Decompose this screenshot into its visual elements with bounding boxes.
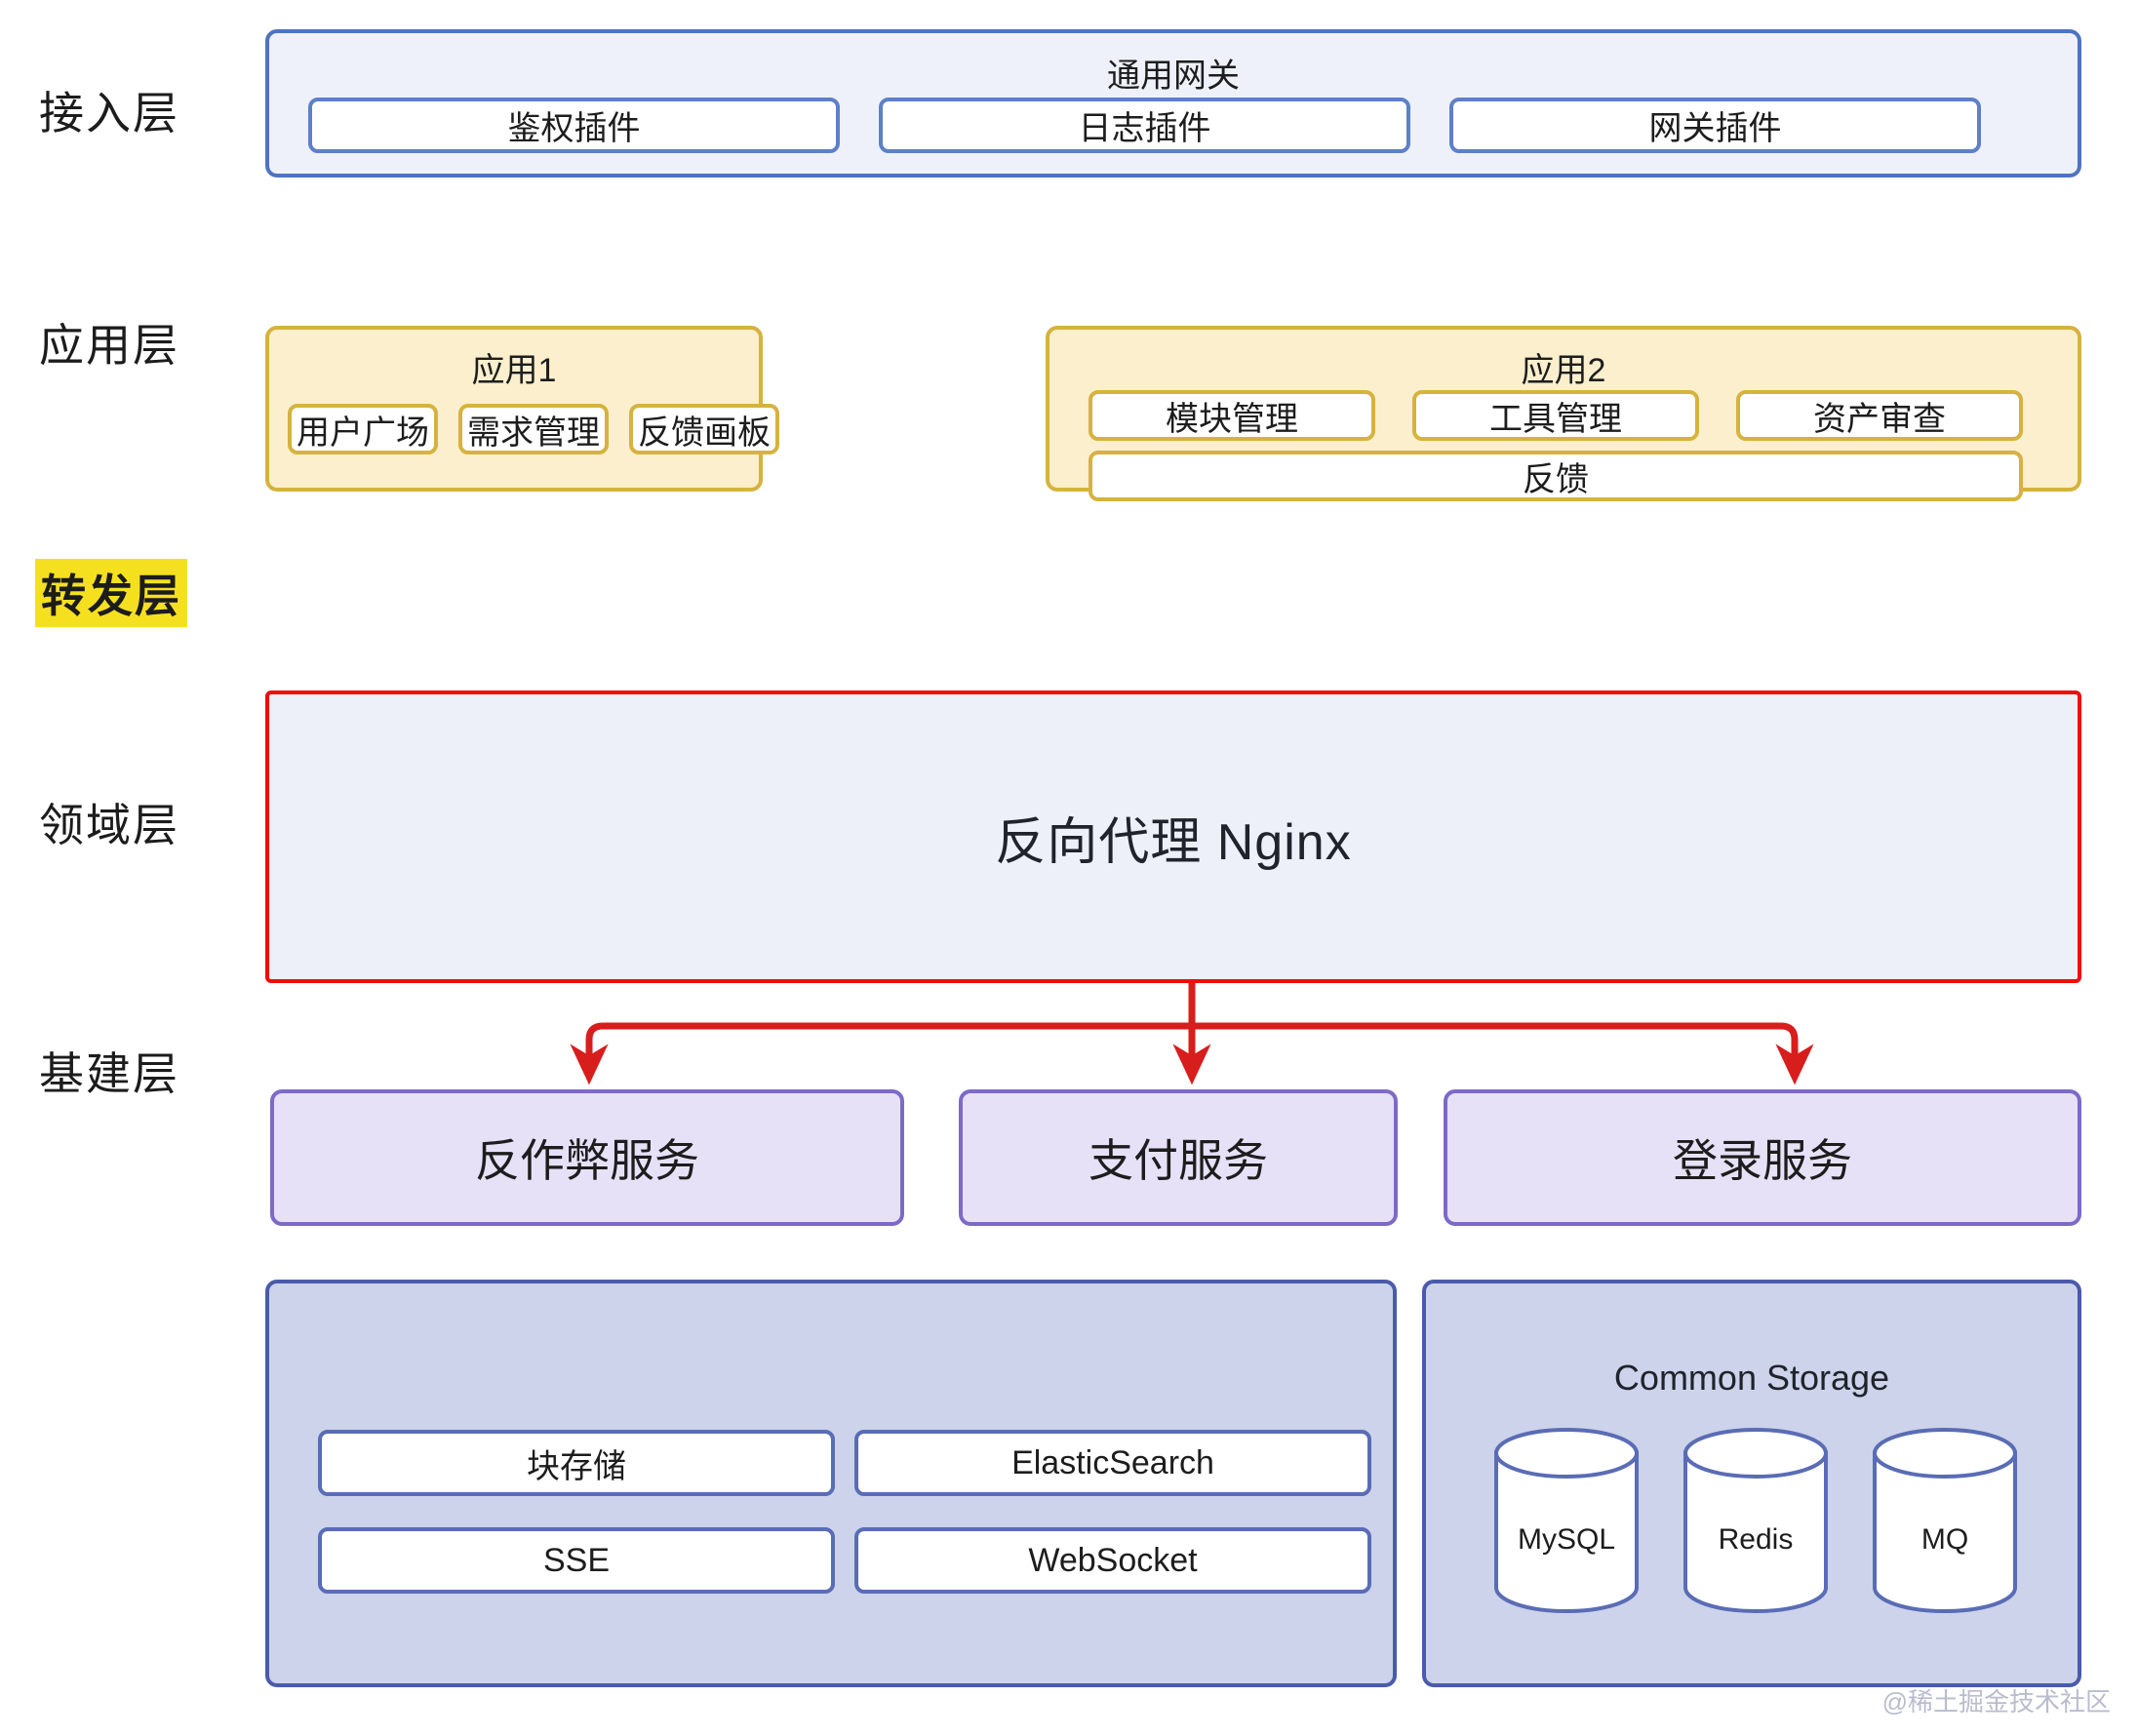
database-cylinder-mysql[interactable]: MySQL [1492,1428,1641,1613]
database-label-redis: Redis [1718,1523,1794,1556]
gateway-plugin-auth[interactable]: 鉴权插件 [308,98,840,153]
app1-module-feedback-board[interactable]: 反馈画板 [629,404,779,454]
app2-group: 应用2 模块管理 工具管理 资产审查 反馈 [1046,326,2081,501]
gateway-title: 通用网关 [1107,58,1240,95]
nginx-reverse-proxy-box[interactable]: 反向代理 Nginx [265,690,2081,983]
layer-label-domain: 领域层 [39,800,179,850]
app1-group: 应用1 用户广场 需求管理 反馈画板 [265,326,779,492]
database-cylinder-mq[interactable]: MQ [1871,1428,2019,1613]
layer-label-access: 接入层 [39,88,179,138]
cylinder-icon [1683,1428,1828,1613]
nginx-label: 反向代理 Nginx [995,813,1352,871]
gateway-plugin-gateway[interactable]: 网关插件 [1449,98,1981,153]
app1-module-requirement[interactable]: 需求管理 [458,404,609,454]
app2-module-module-mgmt[interactable]: 模块管理 [1089,390,1375,441]
app1-module-user-plaza[interactable]: 用户广场 [288,404,438,454]
infra-component-websocket[interactable]: WebSocket [854,1527,1371,1594]
common-storage-group: Common Storage MySQL Redis MQ [1422,1280,2081,1687]
cylinder-icon [1873,1428,2017,1613]
infra-components-group: 块存储 ElasticSearch SSE WebSocket [265,1280,1397,1687]
domain-service-payment[interactable]: 支付服务 [959,1089,1398,1226]
layer-label-forward: 转发层 [35,559,187,627]
arrow-to-login [1775,1022,1814,1085]
gateway-group: 通用网关 鉴权插件 日志插件 网关插件 [265,29,2081,178]
gateway-plugin-log[interactable]: 日志插件 [879,98,1410,153]
layer-label-infra: 基建层 [39,1048,179,1099]
watermark: @稀土掘金技术社区 [1881,1687,2111,1716]
cylinder-icon [1494,1428,1639,1613]
common-storage-title: Common Storage [1613,1358,1890,1398]
app2-module-feedback[interactable]: 反馈 [1089,451,2023,501]
infra-component-block-storage[interactable]: 块存储 [318,1430,835,1496]
app2-module-asset-review[interactable]: 资产审查 [1736,390,2023,441]
database-cylinder-redis[interactable]: Redis [1682,1428,1830,1613]
app2-module-tool-mgmt[interactable]: 工具管理 [1412,390,1699,441]
app2-title: 应用2 [1521,352,1606,389]
database-label-mysql: MySQL [1517,1523,1616,1556]
domain-service-anti-cheat[interactable]: 反作弊服务 [270,1089,904,1226]
arrow-to-anti-cheat [570,1022,609,1085]
layer-label-application: 应用层 [39,320,179,371]
infra-component-sse[interactable]: SSE [318,1527,835,1594]
domain-service-login[interactable]: 登录服务 [1444,1089,2081,1226]
database-label-mq: MQ [1920,1523,1969,1556]
infra-component-elasticsearch[interactable]: ElasticSearch [854,1430,1371,1496]
app1-title: 应用1 [471,352,557,389]
